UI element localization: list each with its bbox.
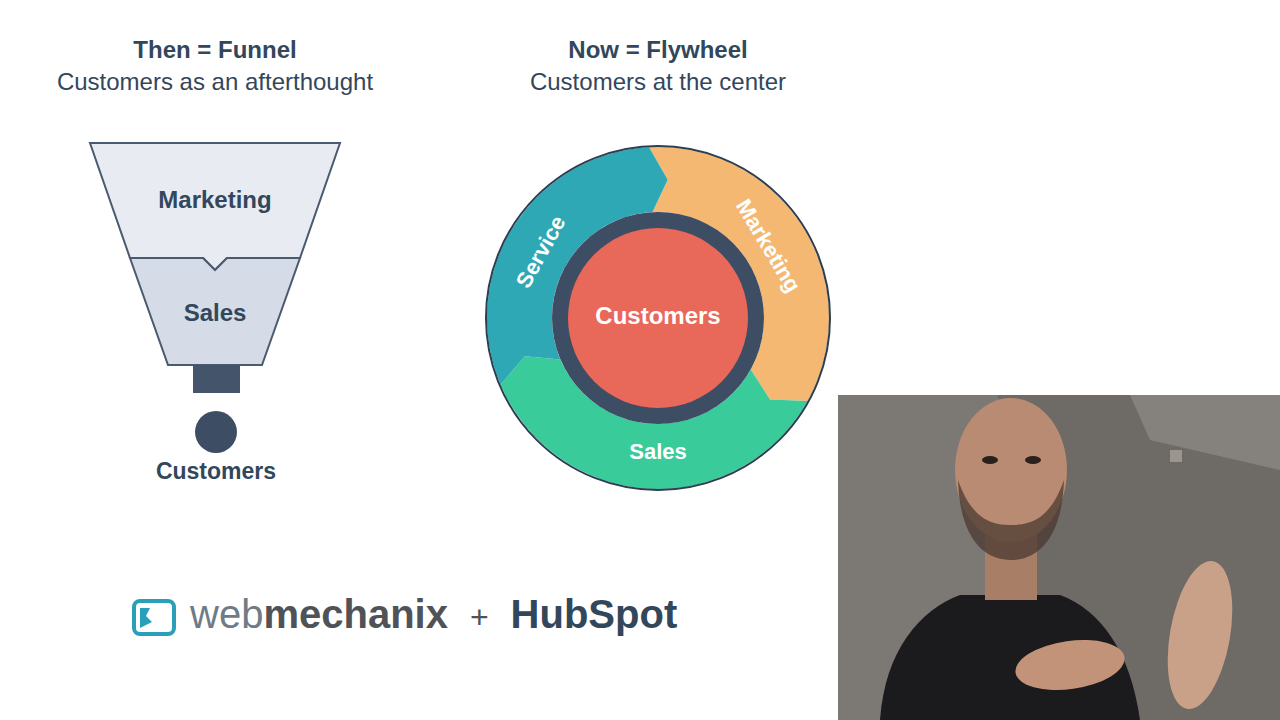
node-text: Marketing: [158, 186, 271, 214]
presenter-video: [838, 395, 1280, 720]
logo-text: mechanix: [263, 592, 448, 637]
funnel-bottom: [130, 258, 300, 365]
column-heading: Customers as an afterthought: [57, 68, 373, 96]
logo-text: HubSpot: [511, 592, 678, 637]
logo-text: web: [190, 592, 263, 637]
node-text: Sales: [184, 299, 247, 327]
column-heading: Customers at the center: [530, 68, 786, 96]
logo-icon: [134, 601, 174, 634]
funnel-band: Marketing: [152, 184, 277, 216]
flywheel: [486, 146, 830, 490]
logo-icon-mark: [140, 608, 152, 628]
hub-core: [568, 228, 748, 408]
node-text: Customers: [156, 458, 276, 485]
hub-ring: [552, 212, 764, 424]
logo-row: webmechanix + HubSpot: [190, 592, 677, 637]
node-text: Customers: [595, 302, 720, 330]
logo-plus: +: [470, 599, 489, 636]
column-heading: Then = Funnel: [133, 36, 296, 64]
node-text: Sales: [629, 439, 687, 465]
customer-node: Customers: [150, 408, 282, 487]
flywheel-segment: Sales: [623, 437, 693, 467]
funnel-band: Sales: [178, 297, 253, 329]
column-heading: Now = Flywheel: [568, 36, 747, 64]
customer-hub: Customers: [589, 300, 726, 332]
customer-dot: [195, 411, 237, 453]
funnel-stem: [193, 365, 240, 393]
funnel-top: [90, 143, 340, 270]
wheel-outline: [486, 146, 830, 490]
